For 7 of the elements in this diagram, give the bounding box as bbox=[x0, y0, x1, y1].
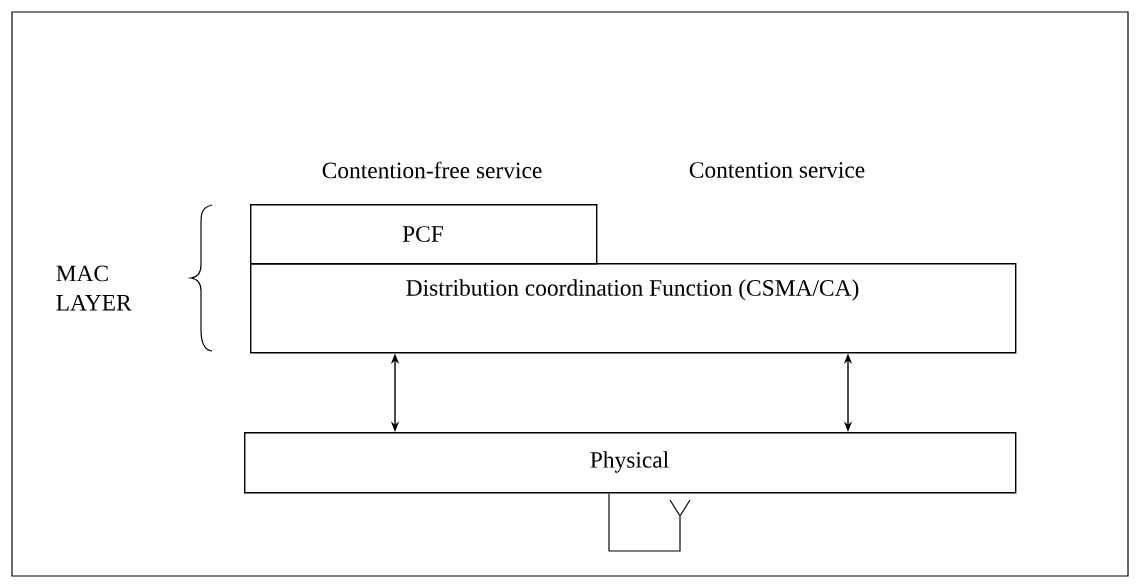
column-heading: Contention-free service bbox=[322, 161, 542, 179]
layer-box: PCF bbox=[250, 204, 598, 265]
layer-label: MAC LAYER bbox=[56, 265, 132, 311]
layer-box: Distribution coordination Function (CSMA/CA) bbox=[250, 263, 1017, 354]
layer-box: Physical bbox=[244, 432, 1017, 494]
column-heading: Contention service bbox=[689, 162, 865, 178]
connector-line bbox=[608, 492, 691, 552]
